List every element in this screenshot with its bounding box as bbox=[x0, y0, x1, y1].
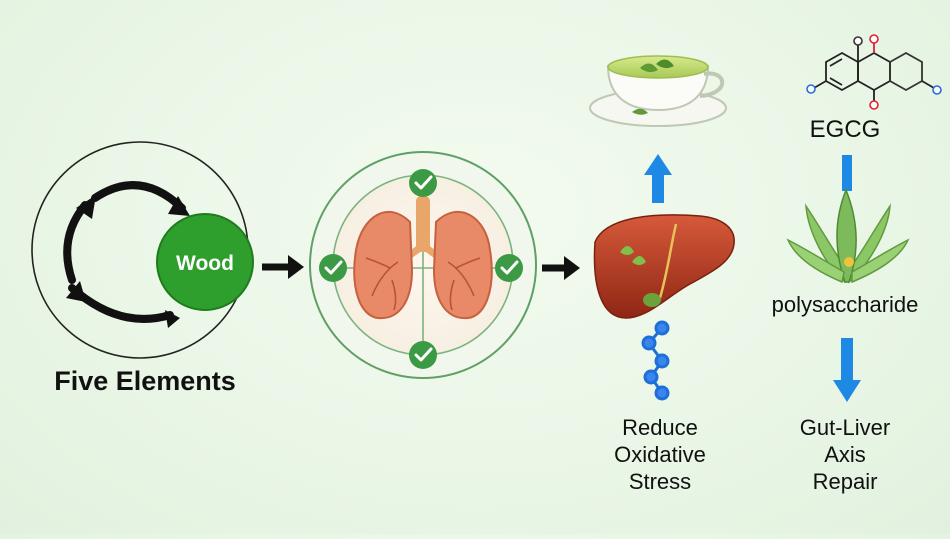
arrow-to-lungs bbox=[262, 255, 304, 279]
five-elements-title: Five Elements bbox=[54, 366, 236, 396]
molecule-chain-icon bbox=[641, 320, 670, 401]
aloe-plant-icon bbox=[786, 187, 910, 284]
label-line: Stress bbox=[628, 469, 692, 494]
check-icon bbox=[409, 341, 437, 369]
tea-cup-icon bbox=[589, 55, 727, 127]
label-line: Gut-Liver bbox=[799, 415, 891, 440]
egcg-structure-icon bbox=[813, 42, 935, 102]
arrow-to-liver bbox=[542, 256, 580, 280]
egcg-atoms bbox=[806, 34, 942, 110]
check-icon bbox=[409, 169, 437, 197]
lungs-icon bbox=[353, 196, 493, 320]
gut-liver-axis-repair-label: Gut-Liver Axis Repair bbox=[770, 414, 920, 495]
egcg-label: EGCG bbox=[809, 116, 881, 143]
five-elements-cycle bbox=[31, 141, 249, 359]
wood-node: Wood bbox=[156, 213, 254, 311]
label-line: Repair bbox=[812, 469, 878, 494]
reduce-oxidative-stress-label: Reduce Oxidative Stress bbox=[575, 414, 745, 495]
wood-label: Wood bbox=[176, 252, 234, 275]
liver-icon bbox=[593, 214, 735, 319]
lungs-panel bbox=[309, 151, 537, 379]
check-icon bbox=[319, 254, 347, 282]
arrow-down-to-gut-liver bbox=[833, 338, 861, 402]
label-line: Oxidative bbox=[614, 442, 706, 467]
connector-bar bbox=[842, 155, 852, 191]
polysaccharide-label: polysaccharide bbox=[771, 292, 919, 317]
label-line: Axis bbox=[824, 442, 866, 467]
check-icon bbox=[495, 254, 523, 282]
arrow-up-to-tea bbox=[644, 154, 672, 203]
label-line: Reduce bbox=[622, 415, 698, 440]
